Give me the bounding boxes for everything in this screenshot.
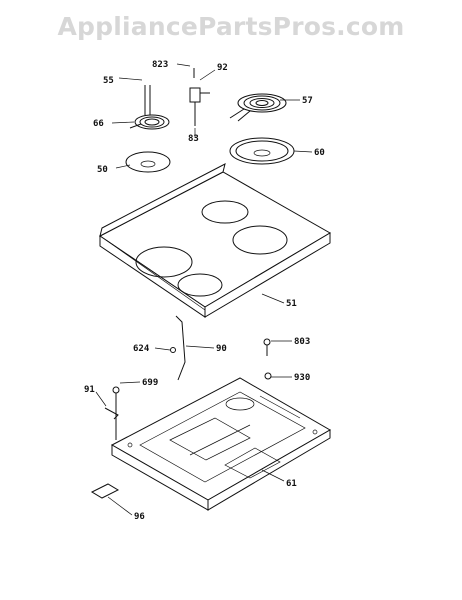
large-drip-pan: [229, 137, 295, 165]
callout-66: 66: [93, 119, 104, 129]
callout-50: 50: [97, 165, 108, 175]
burner-box: [110, 377, 332, 511]
callout-91: 91: [84, 385, 95, 395]
callout-823: 823: [152, 60, 168, 70]
large-surface-element: [229, 93, 287, 122]
bracket-91: [104, 407, 119, 420]
callout-699: 699: [142, 378, 158, 388]
screw-699: [112, 386, 120, 394]
screw-803: [263, 338, 271, 346]
small-surface-element: [129, 85, 170, 130]
callout-624: 624: [133, 344, 150, 354]
screw-624: [170, 347, 176, 353]
callout-51: 51: [286, 299, 297, 309]
callout-57: 57: [302, 96, 313, 106]
callout-803: 803: [294, 337, 310, 347]
callout-96: 96: [134, 512, 145, 522]
terminal-block-parts: [189, 68, 210, 126]
ground-wire: [175, 315, 186, 381]
callout-90: 90: [216, 344, 227, 354]
callout-55: 55: [103, 76, 114, 86]
cooktop-panel: [99, 163, 331, 318]
callout-83: 83: [188, 134, 199, 144]
callout-60: 60: [314, 148, 325, 158]
callout-61: 61: [286, 479, 297, 489]
watermark: AppliancePartsPros.com: [57, 12, 405, 41]
callout-930: 930: [294, 373, 310, 383]
screw-930: [264, 372, 272, 380]
bracket-plate: [90, 483, 120, 499]
small-drip-pan: [125, 151, 171, 173]
callout-92: 92: [217, 63, 228, 73]
